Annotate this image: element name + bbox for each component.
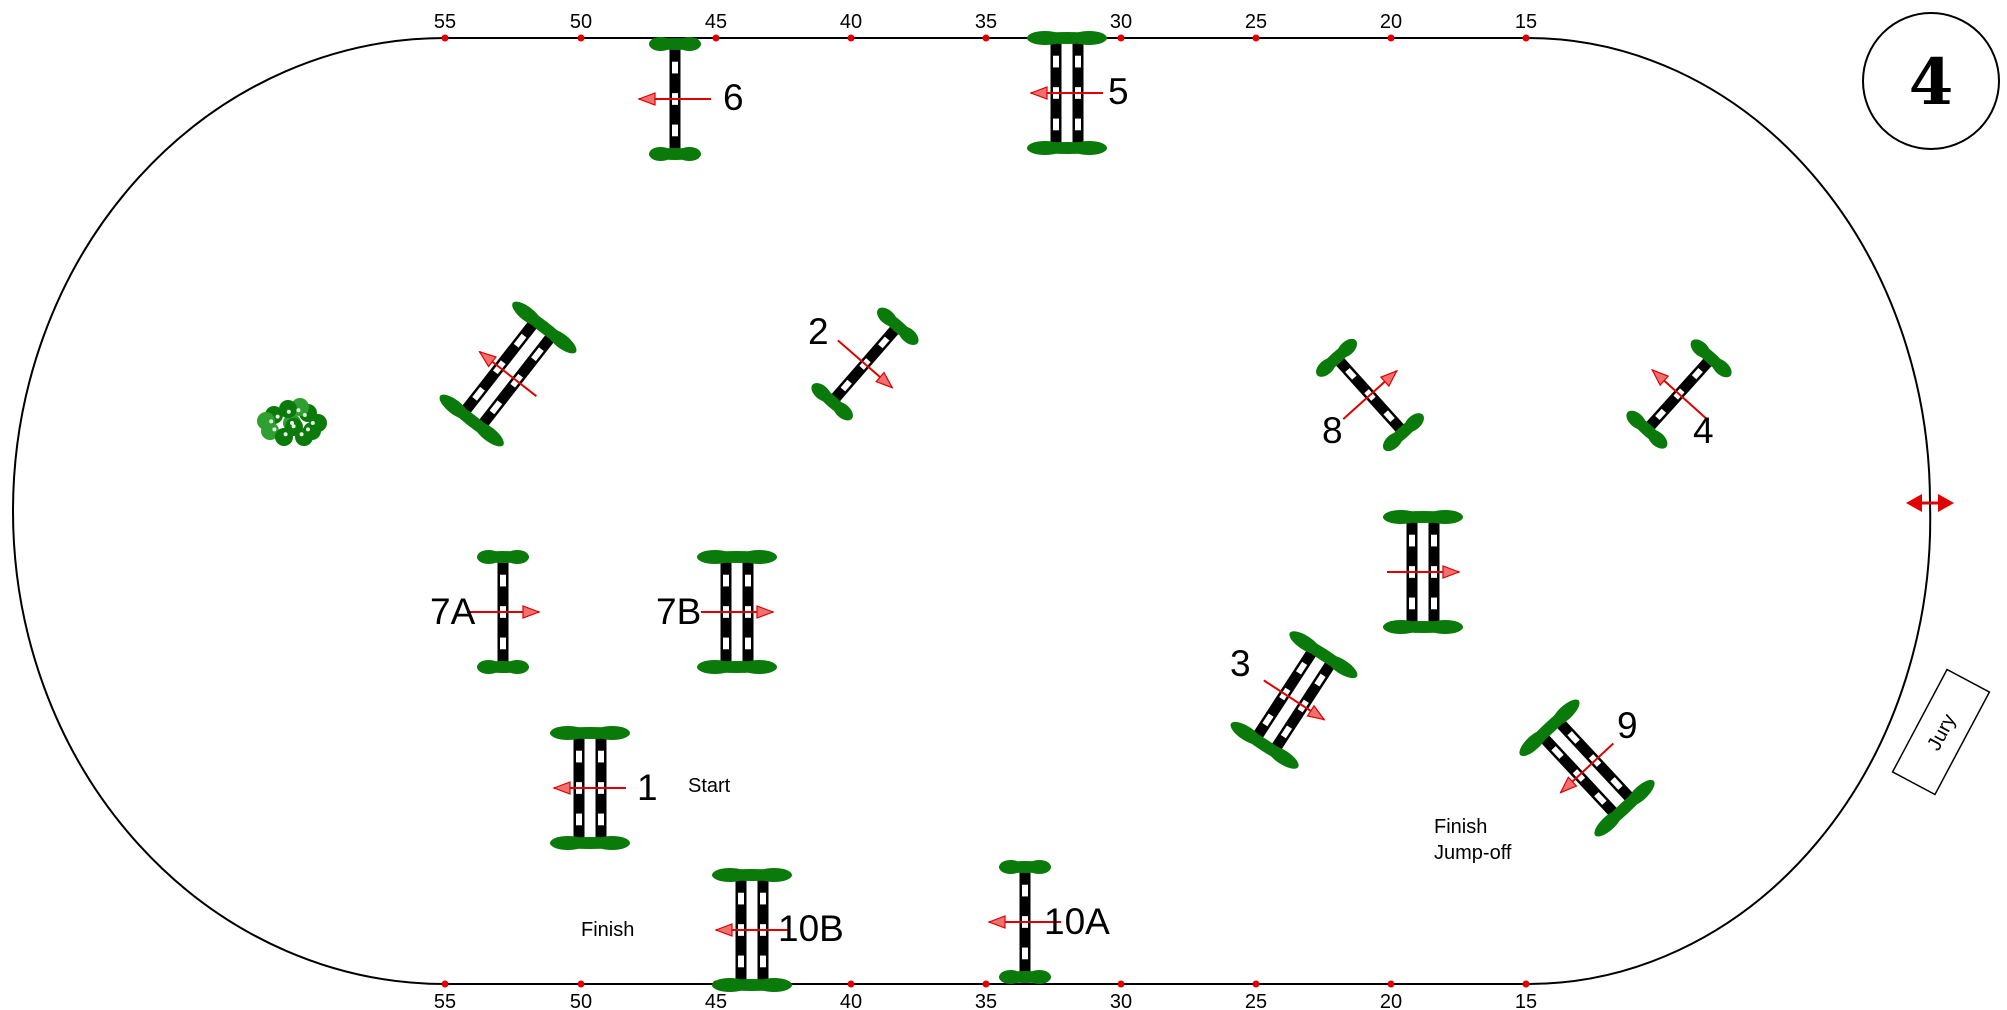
fence-10a xyxy=(987,860,1061,984)
fence-7b xyxy=(697,550,777,674)
obstacle-label-10a: 10A xyxy=(1044,901,1110,942)
top-scale-label: 55 xyxy=(434,11,456,33)
top-scale-marker xyxy=(1252,34,1260,42)
obstacle-label-7b: 7B xyxy=(656,591,701,632)
top-scale-marker xyxy=(1117,34,1125,42)
top-scale-marker xyxy=(577,34,585,42)
bottom-scale-marker xyxy=(1117,980,1125,988)
obstacle-label-3: 3 xyxy=(1230,643,1251,684)
gate-arrow xyxy=(1906,494,1954,512)
fence-6 xyxy=(637,37,711,161)
arena-outline xyxy=(11,37,1932,985)
obstacle-label-8: 8 xyxy=(1322,410,1343,451)
fence-7a xyxy=(467,550,541,674)
top-scale-marker xyxy=(847,34,855,42)
obstacle-label-5: 5 xyxy=(1108,71,1129,112)
top-scale-label: 50 xyxy=(570,11,592,33)
top-scale-marker xyxy=(1522,34,1530,42)
jury-box: Jury xyxy=(1891,668,1991,796)
finish-note: Finish xyxy=(581,919,634,941)
fence-combo-right xyxy=(1383,510,1463,634)
top-scale-label: 15 xyxy=(1515,11,1537,33)
top-scale-marker xyxy=(712,34,720,42)
bottom-scale-marker xyxy=(982,980,990,988)
obstacle-label-4: 4 xyxy=(1693,410,1714,451)
fence-1 xyxy=(550,726,630,850)
fence-oxer-left xyxy=(439,301,577,447)
obstacle-label-9: 9 xyxy=(1617,705,1638,746)
bottom-scale-label: 35 xyxy=(975,991,997,1010)
fence-8 xyxy=(1316,338,1424,452)
top-scale-label: 40 xyxy=(840,11,862,33)
obstacle-label-7a: 7A xyxy=(430,591,476,632)
top-scale-label: 35 xyxy=(975,11,997,33)
top-scale-marker xyxy=(441,34,449,42)
bottom-scale-label: 45 xyxy=(705,991,727,1010)
bottom-scale-marker xyxy=(1252,980,1260,988)
bottom-scale-marker xyxy=(441,980,449,988)
bottom-scale-label: 50 xyxy=(570,991,592,1010)
fence-3 xyxy=(1230,631,1358,769)
obstacle-label-6: 6 xyxy=(723,77,744,118)
bottom-scale-marker xyxy=(577,980,585,988)
obstacle-label-2: 2 xyxy=(808,311,829,352)
fence-9 xyxy=(1519,699,1655,837)
fence-2 xyxy=(811,307,919,421)
top-scale-label: 20 xyxy=(1380,11,1402,33)
finish-jumpoff-note-line2: Jump-off xyxy=(1434,842,1512,864)
course-number-badge: 4 xyxy=(1862,12,2000,150)
bottom-scale-marker xyxy=(847,980,855,988)
course-number: 4 xyxy=(1909,45,1954,120)
bottom-scale-label: 55 xyxy=(434,991,456,1010)
shrub xyxy=(257,398,327,446)
top-scale: 55 50 45 40 35 30 25 20 15 xyxy=(434,11,1537,42)
top-scale-label: 30 xyxy=(1110,11,1132,33)
bottom-scale-label: 15 xyxy=(1515,991,1537,1010)
top-scale-label: 25 xyxy=(1245,11,1267,33)
top-scale-label: 45 xyxy=(705,11,727,33)
obstacle-label-1: 1 xyxy=(637,767,658,808)
fences xyxy=(439,31,1732,992)
bottom-scale: 55 50 45 40 35 30 25 20 15 xyxy=(434,980,1537,1010)
finish-jumpoff-note-line1: Finish xyxy=(1434,816,1487,838)
fence-5 xyxy=(1027,31,1107,155)
fence-10b xyxy=(712,868,792,992)
bottom-scale-label: 20 xyxy=(1380,991,1402,1010)
bottom-scale-marker xyxy=(1522,980,1530,988)
bottom-scale-label: 40 xyxy=(840,991,862,1010)
top-scale-marker xyxy=(1387,34,1395,42)
obstacle-label-10b: 10B xyxy=(778,908,844,949)
start-note: Start xyxy=(688,775,731,797)
top-scale-marker xyxy=(982,34,990,42)
fence-4 xyxy=(1626,339,1732,449)
bottom-scale-label: 25 xyxy=(1245,991,1267,1010)
bottom-scale-marker xyxy=(1387,980,1395,988)
bottom-scale-label: 30 xyxy=(1110,991,1132,1010)
